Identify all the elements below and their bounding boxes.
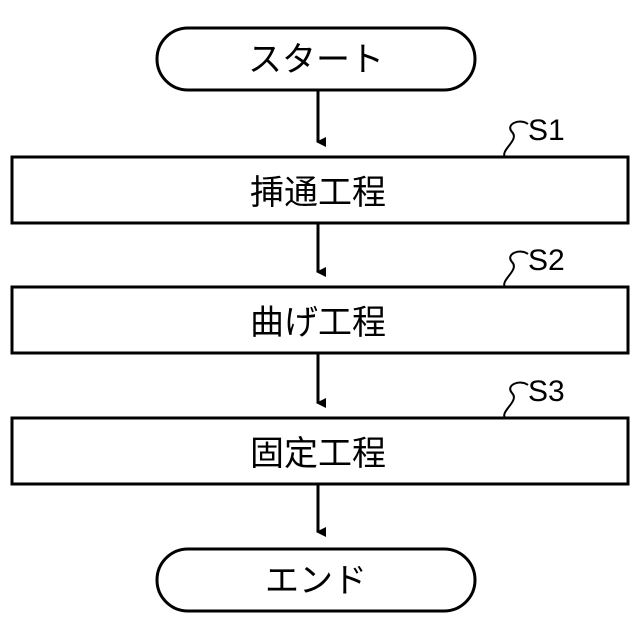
step-box-s3: 固定工程 [12, 418, 628, 484]
end-label: エンド [265, 561, 367, 601]
step-label-s1: 挿通工程 [250, 173, 386, 213]
step-box-s2: 曲げ工程 [12, 287, 628, 353]
step-id-s1: S1 [528, 114, 565, 147]
step-leader-s3 [504, 383, 528, 418]
end-terminal: エンド [157, 549, 475, 611]
step-leader-s2 [504, 252, 528, 287]
step-label-s2: 曲げ工程 [250, 303, 386, 343]
step-id-s3: S3 [528, 375, 565, 408]
step-leader-s1 [504, 122, 528, 157]
start-terminal: スタート [157, 28, 475, 90]
start-label: スタート [248, 40, 384, 80]
step-label-s3: 固定工程 [250, 434, 386, 474]
step-box-s1: 挿通工程 [12, 157, 628, 223]
step-id-s2: S2 [528, 244, 565, 277]
